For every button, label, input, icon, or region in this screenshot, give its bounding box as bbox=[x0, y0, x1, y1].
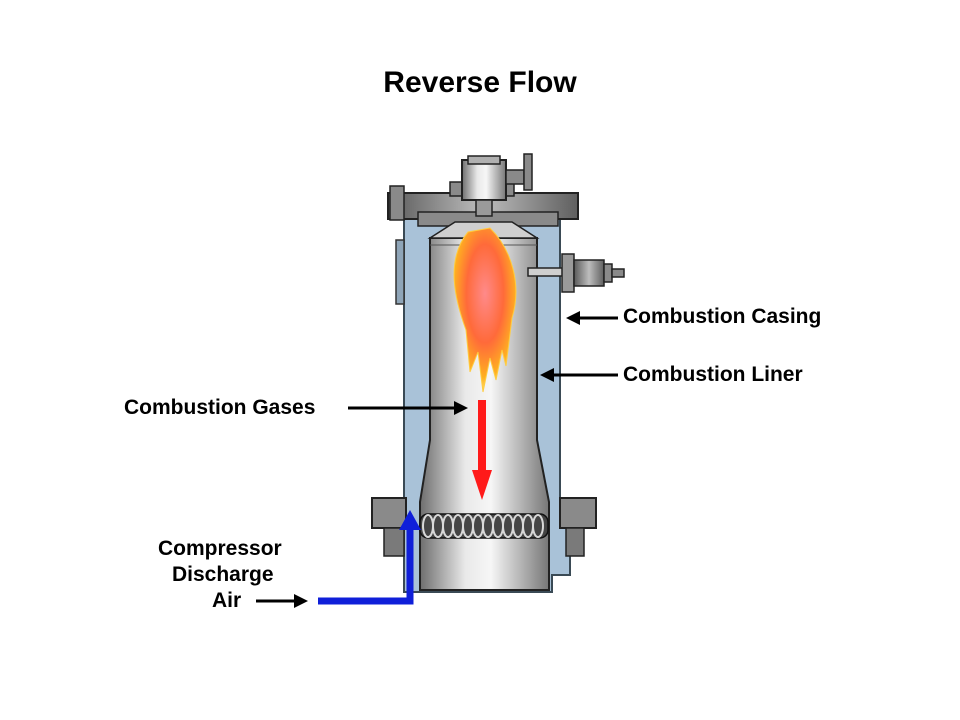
gas-flow-arrow bbox=[472, 400, 492, 500]
igniter bbox=[527, 253, 625, 293]
label-combustion-liner: Combustion Liner bbox=[623, 363, 803, 386]
label-compressor: Compressor bbox=[158, 537, 282, 560]
label-discharge: Discharge bbox=[172, 563, 274, 586]
spring-seal bbox=[419, 513, 549, 539]
fuel-nozzle bbox=[461, 153, 533, 217]
bottom-flange bbox=[371, 497, 597, 557]
label-arrows bbox=[256, 311, 618, 608]
flame bbox=[453, 227, 517, 393]
label-combustion-gases: Combustion Gases bbox=[124, 396, 316, 419]
label-combustion-casing: Combustion Casing bbox=[623, 305, 822, 328]
diagram-title: Reverse Flow bbox=[383, 66, 577, 99]
air-flow-arrow bbox=[318, 510, 421, 605]
label-air: Air bbox=[212, 589, 242, 612]
